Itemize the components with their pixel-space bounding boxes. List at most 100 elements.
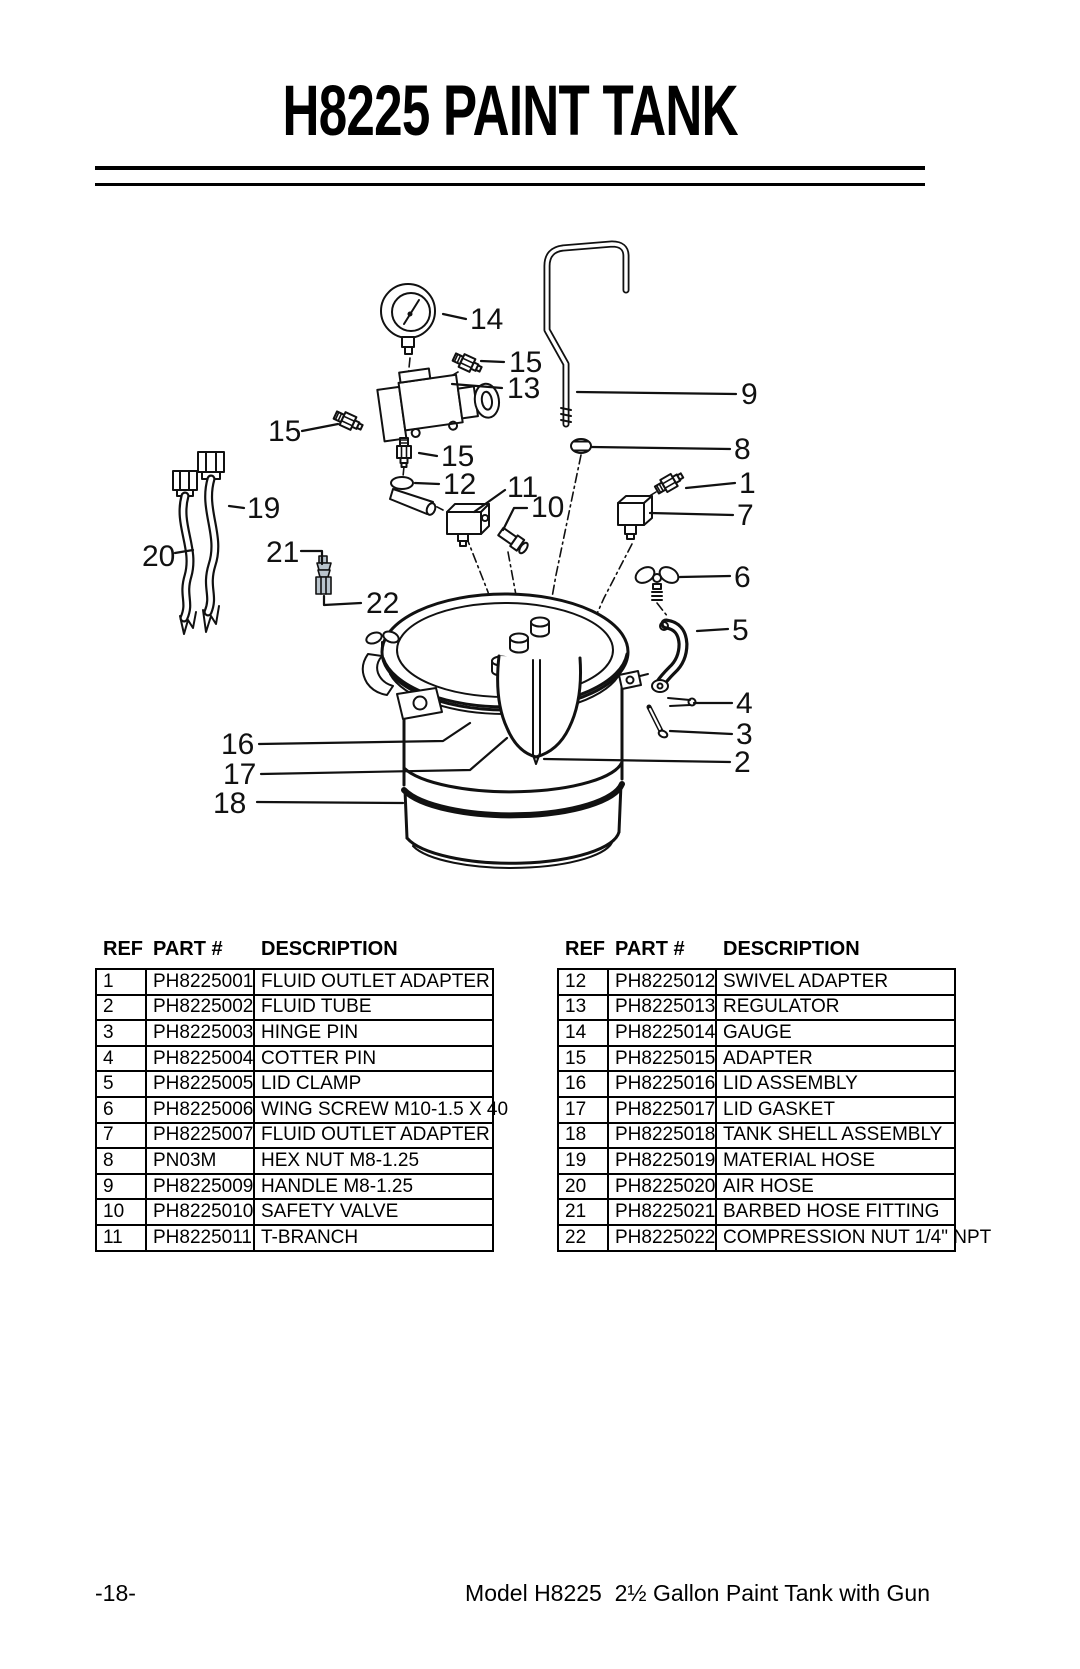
table-cell: PH8225020: [607, 1172, 717, 1201]
table-cell: 16: [557, 1070, 609, 1098]
callout-ref-label: 8: [734, 433, 751, 466]
callout-ref-label: 5: [732, 614, 749, 647]
cotter-pin-part: [667, 697, 697, 707]
callout-ref-label: 9: [741, 378, 758, 411]
table-cell: LID GASKET: [715, 1095, 956, 1124]
tank-shell: [401, 686, 625, 869]
swivel-adapter-part: [389, 476, 437, 516]
callout-ref-label: 10: [531, 491, 564, 524]
table-cell: LID ASSEMBLY: [715, 1070, 956, 1098]
table-cell: PH8225010: [145, 1198, 255, 1226]
callout-leader-lines: [173, 312, 738, 805]
callout-ref-label: 4: [736, 687, 753, 720]
table-cell: PH8225005: [145, 1070, 255, 1098]
table-cell: COMPRESSION NUT 1/4" NPT: [715, 1223, 991, 1252]
table-cell: PH8225011: [145, 1223, 255, 1252]
table-cell: PH8225001: [145, 968, 255, 996]
callout-ref-label: 14: [470, 303, 503, 336]
regulator-part: [376, 367, 501, 443]
hinge-pin-part: [646, 704, 669, 739]
table-cell: 18: [557, 1121, 609, 1150]
table-cell: 13: [557, 993, 609, 1022]
lid-hinge-lug: [618, 670, 649, 690]
table-cell: COTTER PIN: [253, 1044, 494, 1073]
col-header-ref: REF: [565, 938, 605, 960]
table-cell: 2: [95, 993, 147, 1022]
table-cell: PH8225019: [607, 1147, 717, 1175]
table-cell: 4: [95, 1044, 147, 1073]
callout-ref-label: 6: [734, 561, 751, 594]
table-cell: PH8225007: [145, 1121, 255, 1150]
page-footer: -18- Model H8225 2½ Gallon Paint Tank wi…: [95, 1580, 930, 1607]
callout-ref-label: 15: [509, 346, 542, 379]
table-cell: 20: [557, 1172, 609, 1201]
table-cell: 5: [95, 1070, 147, 1098]
callout-ref-label: 18: [213, 787, 246, 820]
table-cell: T-BRANCH: [253, 1223, 494, 1252]
table-cell: 15: [557, 1044, 609, 1073]
material-hose-part: [197, 451, 225, 633]
callout-ref-label: 1: [739, 467, 756, 500]
col-header-part: PART #: [153, 938, 223, 960]
page-number: -18-: [95, 1580, 136, 1606]
callout-ref-label: 17: [223, 758, 256, 791]
table-cell: BARBED HOSE FITTING: [715, 1198, 956, 1226]
table-cell: PH8225012: [607, 968, 717, 996]
lid-clamp-left: [361, 630, 443, 720]
table-cell: FLUID TUBE: [253, 993, 494, 1022]
callout-ref-label: 20: [142, 540, 175, 573]
hex-nut-part: [570, 438, 592, 454]
tank-lid-assembly: [361, 592, 649, 869]
table-cell: SWIVEL ADAPTER: [715, 968, 956, 996]
callout-ref-label: 13: [507, 372, 540, 405]
table-cell: PH8225013: [607, 993, 717, 1022]
table-cell: PH8225018: [607, 1121, 717, 1150]
table-cell: PH8225014: [607, 1019, 717, 1047]
handle-part: [543, 240, 630, 428]
table-cell: FLUID OUTLET ADAPTER: [253, 1121, 494, 1150]
table-cell: 19: [557, 1147, 609, 1175]
table-cell: 14: [557, 1019, 609, 1047]
callout-ref-label: 15: [268, 415, 301, 448]
table-cell: PH8225015: [607, 1044, 717, 1073]
table-cell: HINGE PIN: [253, 1019, 494, 1047]
table-cell: 6: [95, 1095, 147, 1124]
callout-ref-label: 16: [221, 728, 254, 761]
page-title: H8225 PAINT TANK: [95, 76, 925, 147]
table-cell: PH8225021: [607, 1198, 717, 1226]
title-divider-bottom: [95, 183, 925, 186]
wing-screw-part: [634, 566, 680, 601]
table-cell: HANDLE M8-1.25: [253, 1172, 494, 1201]
outlet-adapter-part: [617, 495, 653, 540]
callout-ref-label: 21: [266, 536, 299, 569]
table-cell: PH8225002: [145, 993, 255, 1022]
callout-ref-label: 22: [366, 587, 399, 620]
table-cell: 10: [95, 1198, 147, 1226]
col-header-description: DESCRIPTION: [261, 938, 398, 960]
t-branch-part: [446, 503, 490, 547]
gauge-part: [380, 283, 436, 355]
table-cell: 9: [95, 1172, 147, 1201]
col-header-description: DESCRIPTION: [723, 938, 860, 960]
callout-labels: 14 15 13 9 15 8 15 12 11 1 10 7 19 20 21…: [142, 303, 758, 820]
